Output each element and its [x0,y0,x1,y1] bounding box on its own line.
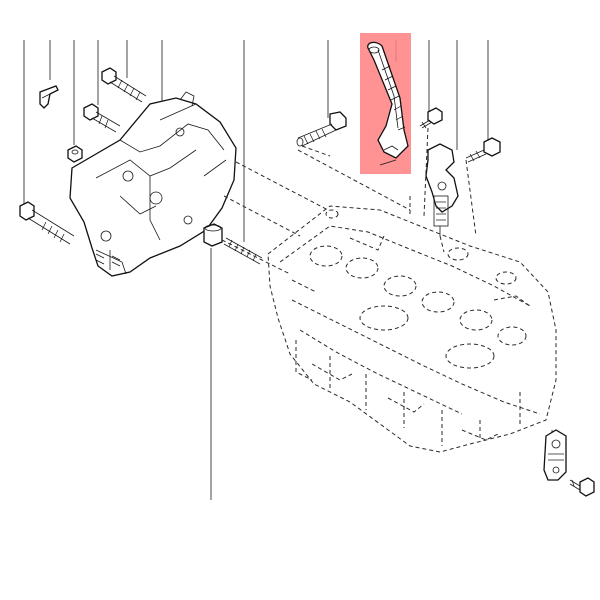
lifting-bracket[interactable] [367,41,409,166]
side-bracket-bolt[interactable] [465,137,501,163]
alignment-lines [221,127,477,275]
long-bolt[interactable] [19,201,75,245]
upper-bolt[interactable] [101,67,147,103]
stud-bolt[interactable] [296,111,347,147]
cylinder-head [267,205,557,453]
bracket-bolt[interactable] [419,107,443,129]
short-stud[interactable] [223,237,263,265]
dowel-sleeve[interactable] [203,223,223,247]
mid-bolt[interactable] [83,103,121,133]
clip-bracket[interactable] [39,85,59,109]
lower-bolt[interactable] [569,477,595,497]
hex-nut[interactable] [67,145,83,163]
lower-bracket-plate[interactable] [543,429,567,481]
side-bracket[interactable] [425,143,459,236]
